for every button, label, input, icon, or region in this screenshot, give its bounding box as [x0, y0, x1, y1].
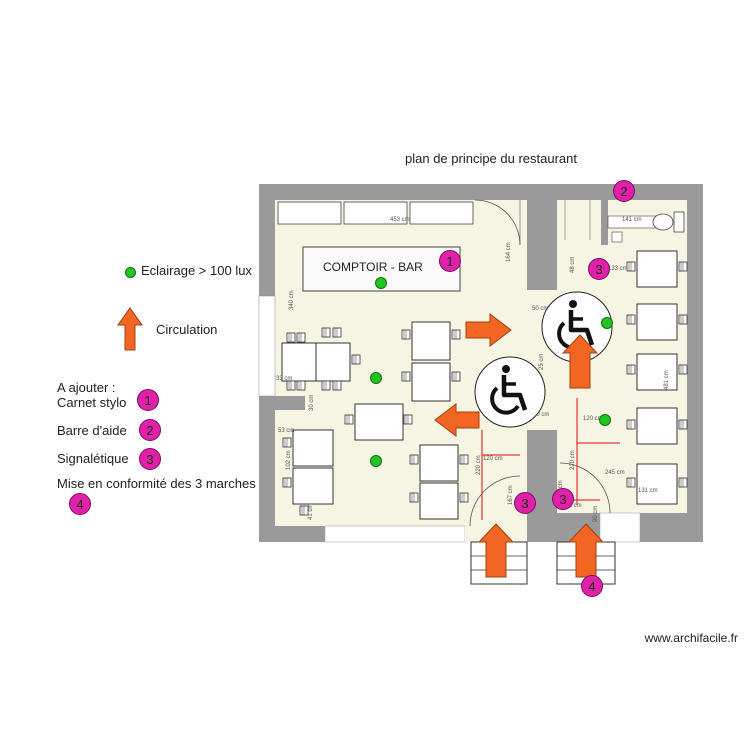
- table-group-center-bottom: [409, 444, 469, 520]
- legend-item-4-badge: 4: [69, 493, 91, 515]
- svg-text:102 cm: 102 cm: [562, 503, 582, 509]
- svg-text:80 cm: 80 cm: [533, 412, 549, 418]
- svg-text:167 cm: 167 cm: [508, 485, 514, 505]
- add-heading: A ajouter :: [57, 380, 116, 395]
- svg-text:50 cm: 50 cm: [532, 306, 548, 312]
- svg-text:164 cm: 164 cm: [506, 242, 512, 262]
- table-group-left-top: [281, 327, 361, 391]
- svg-text:141 cm: 141 cm: [622, 217, 642, 223]
- table-group-right: [626, 250, 688, 505]
- lighting-legend-label: Eclairage > 100 lux: [141, 263, 252, 278]
- svg-text:53 cm: 53 cm: [278, 428, 294, 434]
- svg-text:120 cm: 120 cm: [583, 416, 603, 422]
- svg-text:453 cm: 453 cm: [390, 217, 410, 223]
- plan-badge-3-left: 3: [514, 492, 536, 514]
- light-marker: [370, 277, 613, 467]
- legend-item-2-label: Barre d'aide: [57, 423, 127, 438]
- wc-room-1: [557, 200, 601, 245]
- svg-text:220 cm: 220 cm: [570, 450, 576, 470]
- svg-text:102 cm: 102 cm: [286, 450, 292, 470]
- legend-item-3-badge: 3: [139, 448, 161, 470]
- lighting-legend-icon: [125, 267, 136, 278]
- table-group-center-top: [401, 321, 461, 402]
- legend-item-4-label: Mise en conformité des 3 marches: [57, 476, 256, 491]
- plan-badge-3-top: 3: [588, 258, 610, 280]
- legend-item-2-badge: 2: [139, 419, 161, 441]
- plan-badge-1: 1: [439, 250, 461, 272]
- svg-text:245 cm: 245 cm: [605, 470, 625, 476]
- svg-text:133 cm: 133 cm: [608, 266, 628, 272]
- svg-text:41 cm: 41 cm: [308, 504, 314, 520]
- circulation-arrow-icon: [117, 307, 143, 351]
- plan-badge-3-right: 3: [552, 488, 574, 510]
- bar-label: COMPTOIR - BAR: [323, 260, 423, 274]
- svg-text:90 cm: 90 cm: [593, 506, 599, 522]
- watermark: www.archifacile.fr: [644, 631, 738, 645]
- svg-text:30 cm: 30 cm: [309, 395, 315, 411]
- plan-badge-2: 2: [613, 180, 635, 202]
- svg-text:481 cm: 481 cm: [664, 370, 670, 390]
- svg-text:340 cm: 340 cm: [289, 290, 295, 310]
- legend-item-1-label: Carnet stylo: [57, 395, 127, 410]
- svg-text:131 cm: 131 cm: [638, 488, 658, 494]
- circulation-legend-label: Circulation: [156, 322, 218, 337]
- plan-badge-4: 4: [581, 575, 603, 597]
- circulation-arrow-icon: [434, 312, 605, 578]
- svg-text:33 cm: 33 cm: [276, 376, 292, 382]
- svg-text:25 cm: 25 cm: [539, 354, 545, 370]
- legend-item-3-label: Signalétique: [57, 451, 129, 466]
- svg-text:48 cm: 48 cm: [570, 257, 576, 273]
- svg-text:220 cm: 220 cm: [476, 455, 482, 475]
- table-group-left-bottom: [282, 429, 334, 516]
- plan-title: plan de principe du restaurant: [405, 151, 578, 166]
- accessibility-icon: [475, 357, 545, 427]
- table-center-middle: [344, 403, 413, 441]
- svg-text:120 cm: 120 cm: [483, 456, 503, 462]
- legend-item-1-badge: 1: [137, 389, 159, 411]
